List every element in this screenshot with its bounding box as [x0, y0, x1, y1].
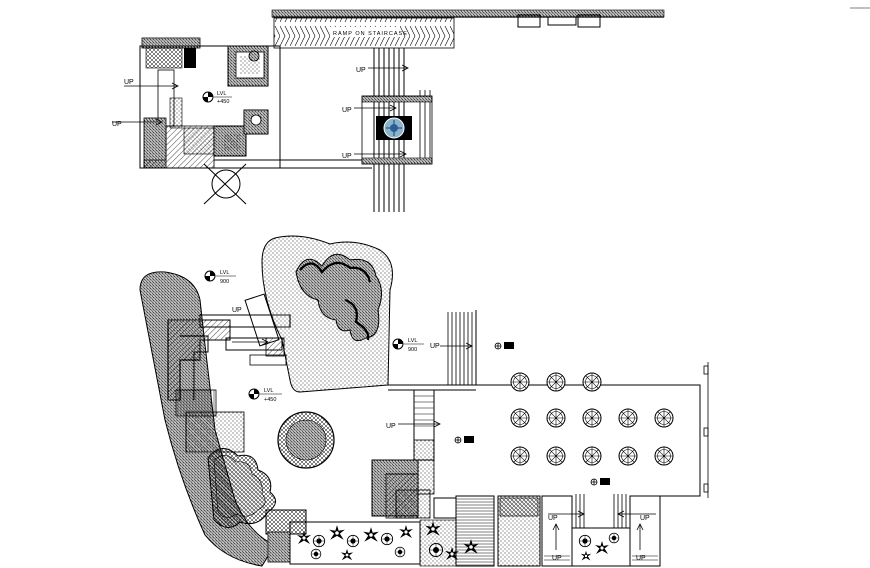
column-marker	[203, 163, 247, 205]
up-arrow: UP	[124, 79, 179, 90]
level-marker-top: LVL 900	[204, 270, 236, 285]
up-label: UP	[356, 67, 366, 74]
up-arrow: UP	[548, 510, 585, 522]
level-label: LVL	[408, 338, 417, 344]
tree-canopy	[277, 411, 335, 469]
upper-plan: RAMP ON STAIRCASE	[112, 9, 665, 212]
level-value: 900	[220, 279, 229, 285]
level-marker	[454, 436, 474, 444]
level-label: LVL	[217, 91, 226, 97]
up-label: UP	[430, 343, 440, 350]
up-arrow: UP	[342, 104, 397, 114]
level-marker	[494, 342, 514, 350]
level-label: LVL	[220, 270, 229, 276]
level-marker	[590, 478, 610, 486]
ramp-label: RAMP ON STAIRCASE	[333, 31, 408, 37]
level-marker-mid: LVL 900	[392, 338, 424, 353]
up-label: UP	[124, 79, 134, 86]
level-value: +450	[217, 99, 229, 105]
up-arrow: UP	[356, 64, 409, 74]
up-arrow: UP	[386, 420, 441, 430]
level-marker-lower: LVL +450	[248, 388, 282, 403]
level-value: +450	[264, 397, 276, 403]
up-arrow: UP	[430, 342, 473, 350]
up-label: UP	[636, 555, 646, 562]
up-arrow: UP	[232, 307, 269, 346]
up-arrow: UP	[342, 150, 407, 160]
lower-stair-right	[541, 494, 661, 567]
ramp-block: RAMP ON STAIRCASE	[273, 17, 455, 49]
up-arrow: UP	[617, 510, 656, 522]
up-arrow: UP	[552, 523, 562, 562]
up-arrow: UP	[636, 523, 646, 562]
up-label: UP	[342, 153, 352, 160]
up-arrow: UP	[112, 118, 163, 128]
level-value: 900	[408, 347, 417, 353]
up-label: UP	[640, 515, 650, 522]
level-label: LVL	[264, 388, 273, 394]
level-marker-upper: LVL +450	[202, 91, 232, 105]
seating-tables	[510, 372, 674, 466]
up-label: UP	[552, 555, 562, 562]
up-label: UP	[342, 107, 352, 114]
up-label: UP	[112, 121, 122, 128]
up-label: UP	[548, 515, 558, 522]
lower-stair-top	[447, 312, 477, 385]
up-label: UP	[232, 307, 242, 314]
up-label: UP	[386, 423, 396, 430]
boundary-wall	[271, 9, 665, 18]
lower-plan: LVL 900 LVL 900 LVL +450 UP UP UP	[139, 235, 709, 567]
water-feature	[376, 116, 412, 140]
